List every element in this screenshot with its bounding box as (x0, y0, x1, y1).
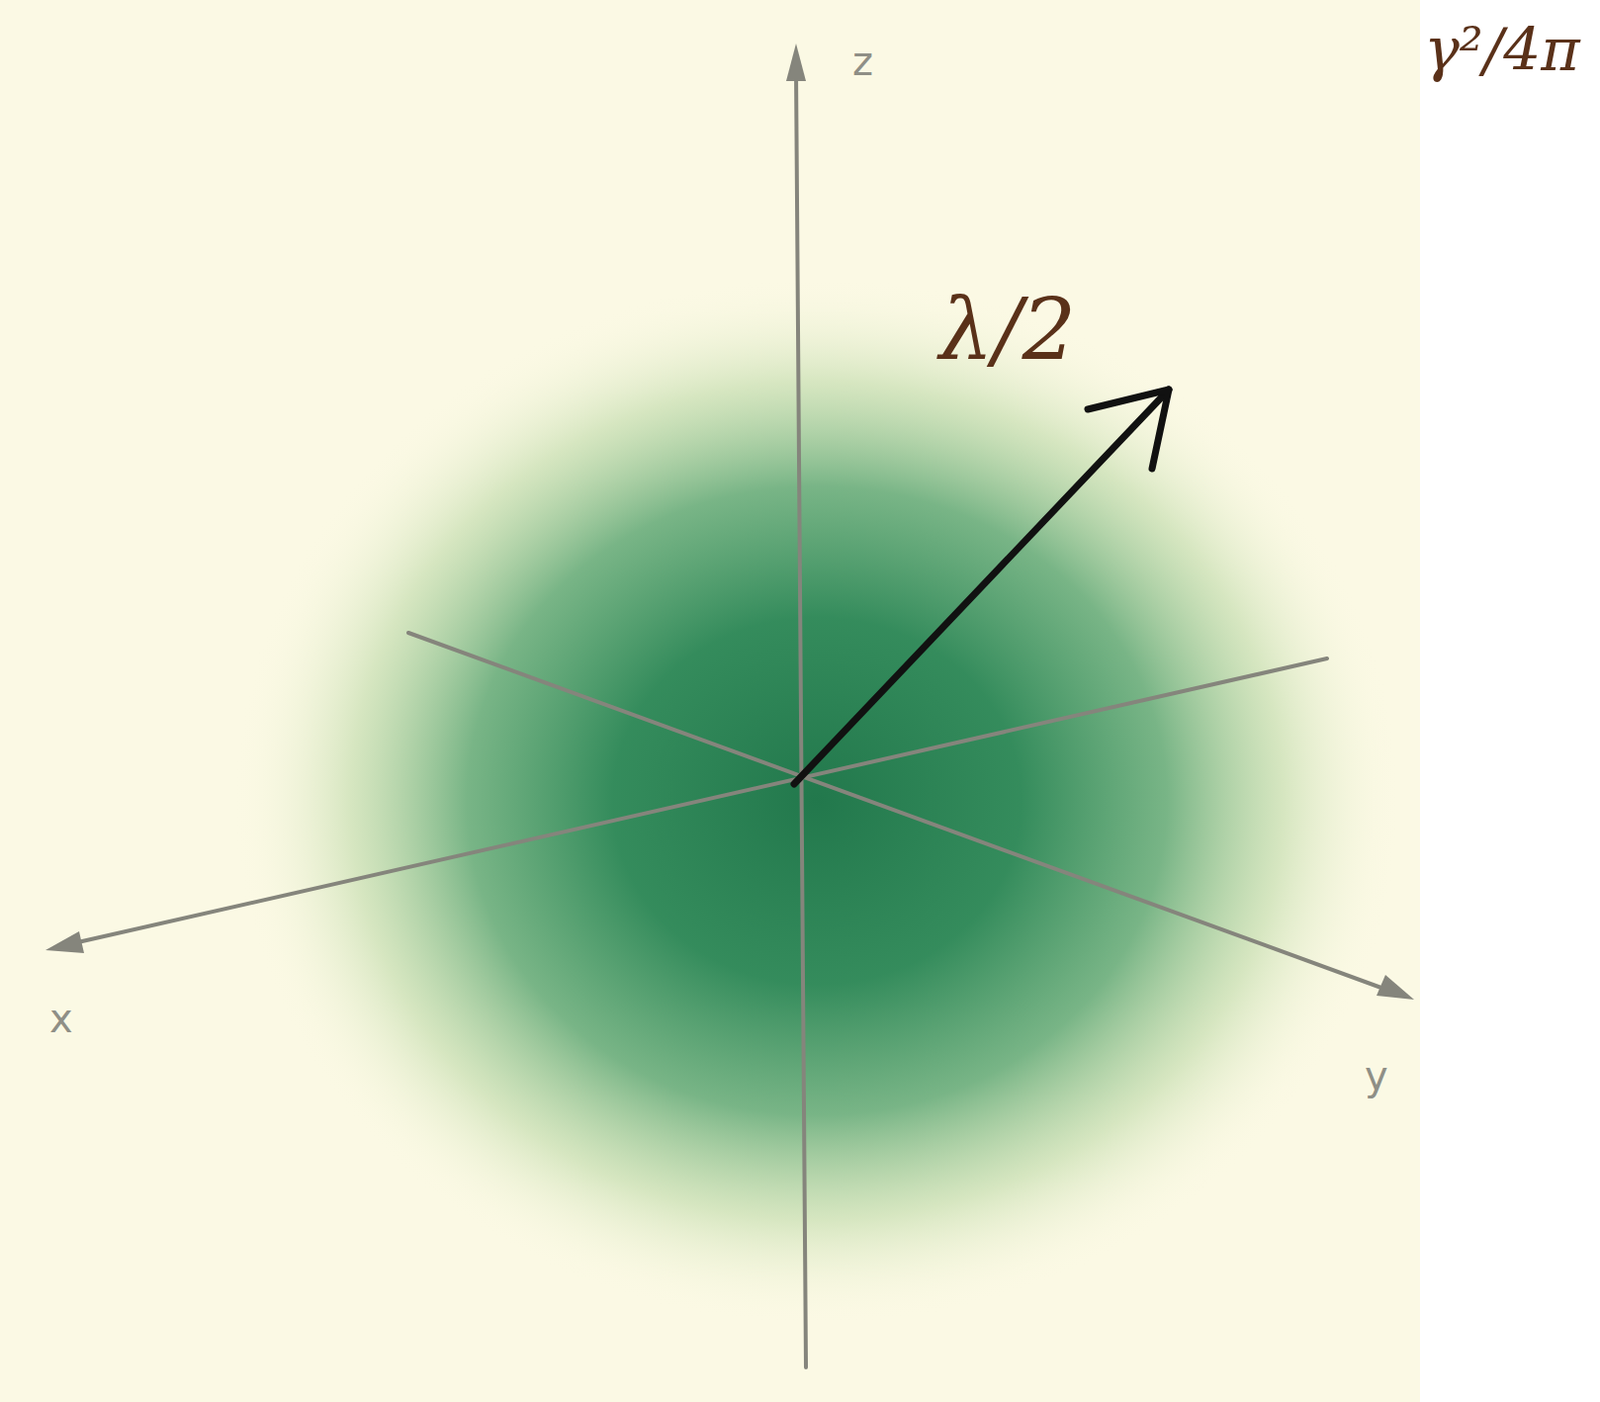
vector-arrow (794, 389, 1169, 785)
x-arrowhead (45, 931, 85, 954)
axis-label: z (852, 41, 874, 82)
formula-note: γ²/4π (1423, 19, 1581, 80)
y-arrowhead (1376, 975, 1415, 1000)
x-axis (69, 658, 1328, 945)
gaussian-blob (233, 276, 1401, 1326)
vector-label: λ/2 (939, 286, 1076, 372)
axis-arrowheads (45, 43, 1415, 1000)
axes (69, 69, 1390, 1368)
z-arrowhead (786, 43, 806, 82)
photo-ground (0, 0, 1421, 1402)
axis-label: y (1364, 1056, 1389, 1096)
axis-label: x (49, 998, 74, 1039)
y-axis (408, 632, 1390, 991)
z-axis (796, 69, 806, 1368)
